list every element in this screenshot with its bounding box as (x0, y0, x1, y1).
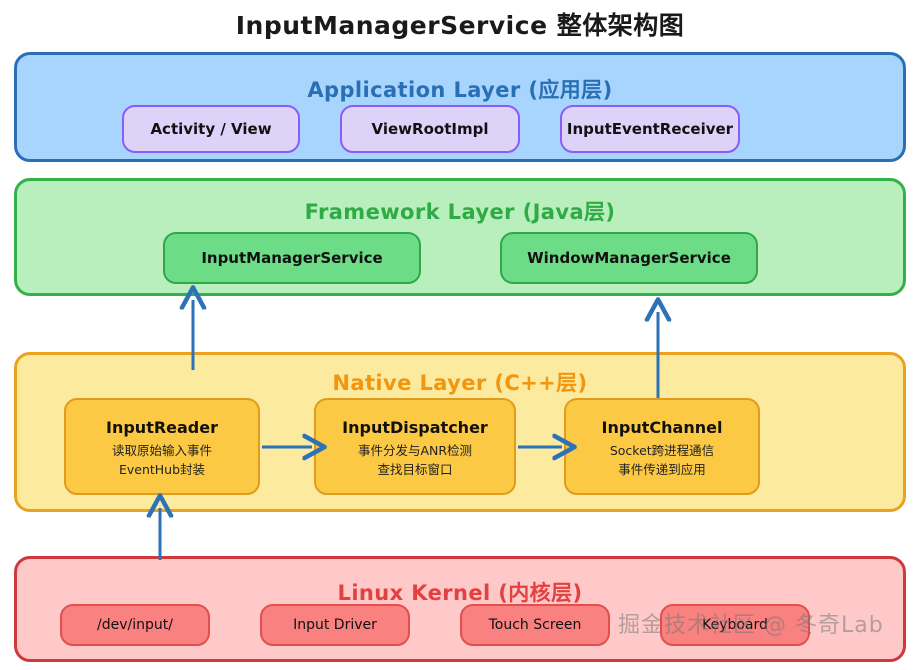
node-inputdispatcher[interactable]: InputDispatcher 事件分发与ANR检测 查找目标窗口 (314, 398, 516, 495)
node-inputeventreceiver-label: InputEventReceiver (566, 120, 734, 138)
node-inputdispatcher-desc-2: 查找目标窗口 (377, 461, 453, 477)
node-dev-input-label: /dev/input/ (97, 617, 173, 633)
watermark: 掘金技术社区 @ 冬奇Lab (618, 613, 884, 638)
node-inputdispatcher-label: InputDispatcher (342, 418, 488, 438)
node-inputmanagerservice[interactable]: InputManagerService (163, 232, 421, 284)
node-inputreader-label: InputReader (106, 418, 218, 438)
node-input-driver-label: Input Driver (293, 617, 377, 633)
node-windowmanagerservice[interactable]: WindowManagerService (500, 232, 758, 284)
node-inputeventreceiver[interactable]: InputEventReceiver (560, 105, 740, 153)
node-touch-screen[interactable]: Touch Screen (460, 604, 610, 646)
node-inputreader-desc-2: EventHub封装 (118, 461, 206, 477)
node-keyboard[interactable]: Keyboard (660, 604, 810, 646)
node-dev-input[interactable]: /dev/input/ (60, 604, 210, 646)
node-inputchannel-desc-1: Socket跨进程通信 (609, 443, 715, 459)
node-inputchannel[interactable]: InputChannel Socket跨进程通信 事件传递到应用 (564, 398, 760, 495)
node-inputreader-desc-1: 读取原始输入事件 (111, 443, 212, 459)
node-activity-view-label: Activity / View (150, 120, 272, 138)
node-inputdispatcher-desc-1: 事件分发与ANR检测 (357, 443, 473, 459)
node-touch-screen-label: Touch Screen (488, 617, 582, 633)
layer-kernel-title: Linux Kernel (内核层) (337, 581, 583, 605)
node-windowmanagerservice-label: WindowManagerService (527, 249, 731, 267)
layer-application-title: Application Layer (应用层) (307, 78, 613, 102)
layer-native-title: Native Layer (C++层) (332, 371, 588, 395)
layer-framework-title: Framework Layer (Java层) (304, 200, 616, 224)
layer-framework: Framework Layer (Java层) (14, 178, 906, 296)
node-inputreader[interactable]: InputReader 读取原始输入事件 EventHub封装 (64, 398, 260, 495)
node-input-driver[interactable]: Input Driver (260, 604, 410, 646)
node-viewrootimpl[interactable]: ViewRootImpl (340, 105, 520, 153)
node-viewrootimpl-label: ViewRootImpl (371, 120, 489, 138)
page-title: InputManagerService 整体架构图 (235, 11, 685, 40)
node-keyboard-label: Keyboard (702, 617, 768, 633)
node-inputchannel-desc-2: 事件传递到应用 (618, 461, 706, 477)
node-activity-view[interactable]: Activity / View (122, 105, 300, 153)
node-inputchannel-label: InputChannel (601, 418, 723, 438)
node-inputmanagerservice-label: InputManagerService (201, 249, 383, 267)
